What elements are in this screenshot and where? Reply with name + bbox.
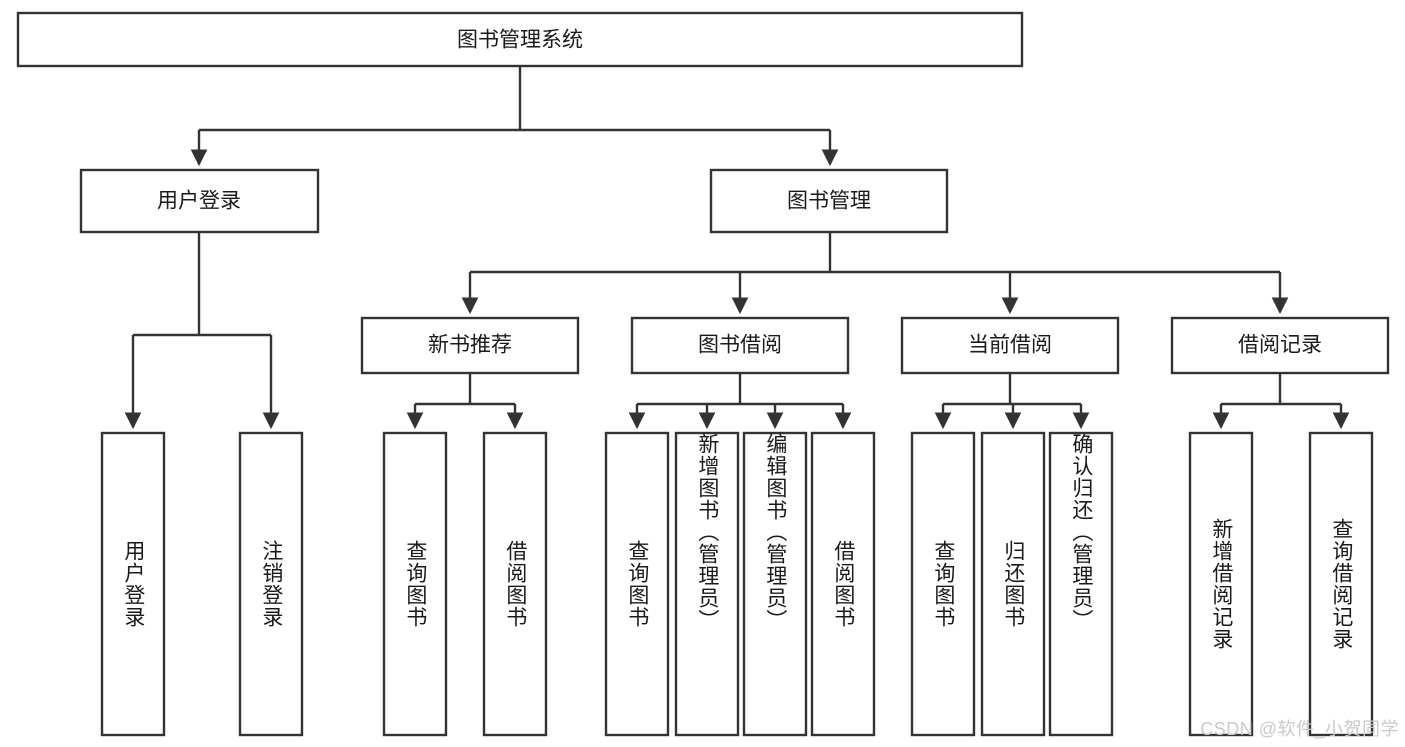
node-current-borrow-label: 当前借阅 bbox=[968, 334, 1052, 357]
leaf-boxes bbox=[100, 431, 1374, 737]
edges-current-borrow-to-leaves bbox=[934, 373, 1090, 430]
edges-book-borrow-to-leaves bbox=[628, 373, 852, 430]
leaf-box-query-book-1[interactable] bbox=[382, 431, 448, 737]
edges-user-login-to-leaves bbox=[124, 232, 280, 430]
node-user-login-label: 用户登录 bbox=[157, 190, 241, 213]
leaf-box-add-book[interactable] bbox=[674, 431, 740, 737]
leaf-box-logout[interactable] bbox=[238, 431, 304, 737]
node-new-book-recommend[interactable]: 新书推荐 bbox=[360, 316, 580, 375]
node-user-login[interactable]: 用户登录 bbox=[79, 168, 320, 234]
edges-new-book-rec-to-leaves bbox=[406, 373, 524, 430]
node-book-borrow-box bbox=[630, 316, 850, 375]
node-borrow-record-box bbox=[1170, 316, 1390, 375]
leaf-box-query-book-2[interactable] bbox=[604, 431, 670, 737]
leaf-box-borrow-book-2[interactable] bbox=[810, 431, 876, 737]
edges-borrow-record-to-leaves bbox=[1212, 373, 1350, 430]
node-new-book-recommend-box bbox=[360, 316, 580, 375]
edges-book-mgmt-to-level3 bbox=[461, 232, 1289, 315]
leaf-box-borrow-book-1[interactable] bbox=[482, 431, 548, 737]
leaf-box-query-record[interactable] bbox=[1308, 431, 1374, 737]
node-root[interactable]: 图书管理系统 bbox=[16, 11, 1024, 68]
node-book-borrow[interactable]: 图书借阅 bbox=[630, 316, 850, 375]
node-book-management-box bbox=[709, 168, 949, 234]
node-book-management[interactable]: 图书管理 bbox=[709, 168, 949, 234]
watermark: CSDN @软件_小贺同学 bbox=[1200, 719, 1399, 739]
node-new-book-recommend-label: 新书推荐 bbox=[428, 334, 512, 357]
leaf-box-user-login[interactable] bbox=[100, 431, 166, 737]
node-current-borrow[interactable]: 当前借阅 bbox=[900, 316, 1120, 375]
node-root-label: 图书管理系统 bbox=[457, 29, 583, 52]
node-borrow-record[interactable]: 借阅记录 bbox=[1170, 316, 1390, 375]
leaf-box-confirm-return[interactable] bbox=[1048, 431, 1114, 737]
node-current-borrow-box bbox=[900, 316, 1120, 375]
leaf-box-query-book-3[interactable] bbox=[910, 431, 976, 737]
node-user-login-box bbox=[79, 168, 320, 234]
edges-root-to-level2 bbox=[190, 66, 839, 167]
node-book-borrow-label: 图书借阅 bbox=[698, 334, 782, 357]
node-borrow-record-label: 借阅记录 bbox=[1238, 334, 1322, 357]
leaf-box-add-record[interactable] bbox=[1188, 431, 1254, 737]
leaf-box-return-book[interactable] bbox=[980, 431, 1046, 737]
node-root-box bbox=[16, 11, 1024, 68]
leaf-box-edit-book[interactable] bbox=[742, 431, 808, 737]
node-book-management-label: 图书管理 bbox=[787, 190, 871, 213]
